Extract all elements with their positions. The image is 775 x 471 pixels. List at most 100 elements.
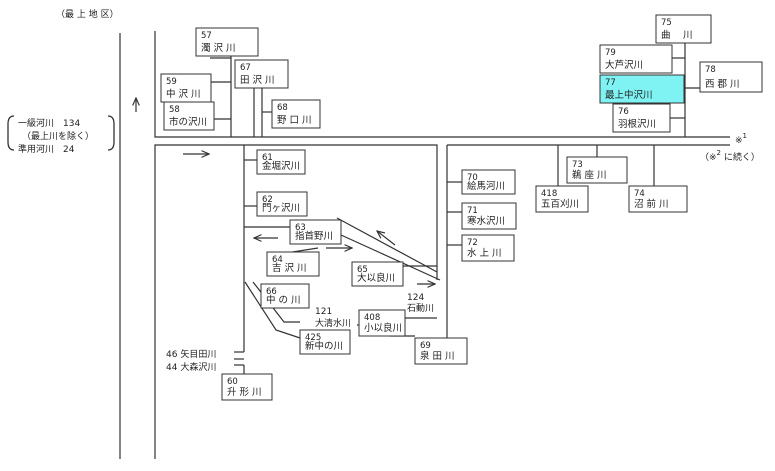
summary-left-bracket xyxy=(7,115,15,151)
river-box-frame xyxy=(256,191,308,217)
river-number: 76 xyxy=(618,107,629,117)
river-number: 66 xyxy=(266,287,277,297)
river-number: 418 xyxy=(541,189,557,199)
river-name: 吉 沢 川 xyxy=(272,262,307,274)
river-box-59: 59中 沢 川 xyxy=(160,73,212,103)
river-box-frame xyxy=(655,14,712,44)
river-box-57: 57濁 沢 川 xyxy=(195,27,259,57)
river-number: 74 xyxy=(634,189,645,199)
upper-network xyxy=(154,31,730,138)
river-name: 中 沢 川 xyxy=(166,88,201,100)
river-number: 69 xyxy=(420,341,431,351)
label-ohshimizu-river: 大清水川 xyxy=(315,317,351,329)
river-name: 市の沢川 xyxy=(169,116,207,128)
river-name: 鵜 座 川 xyxy=(572,169,607,181)
river-box-73: 73鵜 座 川 xyxy=(566,156,628,184)
river-name: 新中の川 xyxy=(305,340,343,352)
summary-line-3: 準用河川 24 xyxy=(18,143,75,155)
river-box-frame xyxy=(566,156,628,184)
river-name: 門ヶ沢川 xyxy=(262,202,300,214)
label-124: 124 xyxy=(407,293,424,303)
river-box-frame xyxy=(599,44,673,74)
river-box-frame xyxy=(351,261,404,287)
river-box-frame xyxy=(535,185,589,213)
river-box-74: 74沼 前 川 xyxy=(628,185,688,213)
river-box-frame xyxy=(628,185,688,213)
river-name: 羽根沢川 xyxy=(618,118,656,130)
river-box-frame xyxy=(271,99,321,129)
river-box-frame xyxy=(195,27,259,57)
river-box-frame xyxy=(612,103,671,133)
river-box-frame xyxy=(289,219,342,245)
river-name: 野 口 川 xyxy=(277,115,312,126)
river-box-66: 66中 の 川 xyxy=(260,283,310,309)
river-name: 五百刈川 xyxy=(541,198,579,210)
label-yameda-river: 46 矢目田川 xyxy=(166,348,216,360)
continuation-note: （※2 に続く） xyxy=(700,149,760,163)
summary-line-1: 一級河川 134 xyxy=(18,117,80,129)
river-box-67: 67田 沢 川 xyxy=(234,59,289,89)
river-box-69: 69泉 田 川 xyxy=(414,337,468,365)
river-name: 田 沢 川 xyxy=(240,74,275,86)
river-box-frame xyxy=(234,59,289,89)
river-box-64: 64吉 沢 川 xyxy=(266,251,320,277)
river-number: 70 xyxy=(467,173,478,183)
river-number: 71 xyxy=(467,206,478,216)
river-box-72: 72水 上 川 xyxy=(461,234,515,262)
river-box-frame xyxy=(358,309,406,337)
river-box-frame xyxy=(260,283,310,309)
river-name: 大以良川 xyxy=(357,272,395,284)
river-name: 大芦沢川 xyxy=(605,59,643,71)
river-box-frame xyxy=(461,202,517,230)
river-number: 57 xyxy=(201,31,212,41)
region-title: （最 上 地 区） xyxy=(56,8,119,20)
river-name: 泉 田 川 xyxy=(420,350,455,362)
lower-network xyxy=(154,144,730,459)
river-number: 408 xyxy=(364,313,380,323)
label-isurugi-river: 石動川 xyxy=(407,303,434,314)
river-box-frame xyxy=(414,337,468,365)
river-box-frame xyxy=(221,373,273,401)
river-name: 濁 沢 川 xyxy=(201,42,236,54)
river-number: 67 xyxy=(240,63,251,73)
river-number: 63 xyxy=(295,223,306,233)
river-number: 58 xyxy=(169,105,180,115)
river-box-60: 60升 形 川 xyxy=(221,373,273,401)
river-box-highlight xyxy=(599,74,685,104)
river-name: 升 形 川 xyxy=(227,386,262,398)
summary-line-2: （最上川を除く） xyxy=(22,130,94,142)
river-name: 沼 前 川 xyxy=(634,198,669,210)
river-number: 61 xyxy=(262,153,273,163)
river-number: 79 xyxy=(605,48,616,58)
river-box-78: 78西 郡 川 xyxy=(699,61,763,93)
river-name: 最上中沢川 xyxy=(605,89,653,101)
river-box-frame xyxy=(461,234,515,262)
continuation-mark: ※1 xyxy=(735,132,747,146)
river-name: 中 の 川 xyxy=(266,294,301,306)
river-name: 西 郡 川 xyxy=(705,79,740,90)
river-box-68: 68野 口 川 xyxy=(271,99,321,129)
river-number: 62 xyxy=(262,195,273,205)
label-omorisawa-river: 44 大森沢川 xyxy=(166,361,216,373)
river-number: 73 xyxy=(572,160,583,170)
river-name: 絵馬河川 xyxy=(467,180,505,192)
river-number: 60 xyxy=(227,377,238,387)
river-name: 金堀沢川 xyxy=(262,160,300,172)
river-number: 77 xyxy=(605,78,616,88)
river-number: 59 xyxy=(166,77,177,87)
river-number: 65 xyxy=(357,265,368,275)
river-box-75: 75曲 川 xyxy=(655,14,712,44)
river-name: 小以良川 xyxy=(364,322,402,334)
river-box-frame xyxy=(461,169,516,195)
